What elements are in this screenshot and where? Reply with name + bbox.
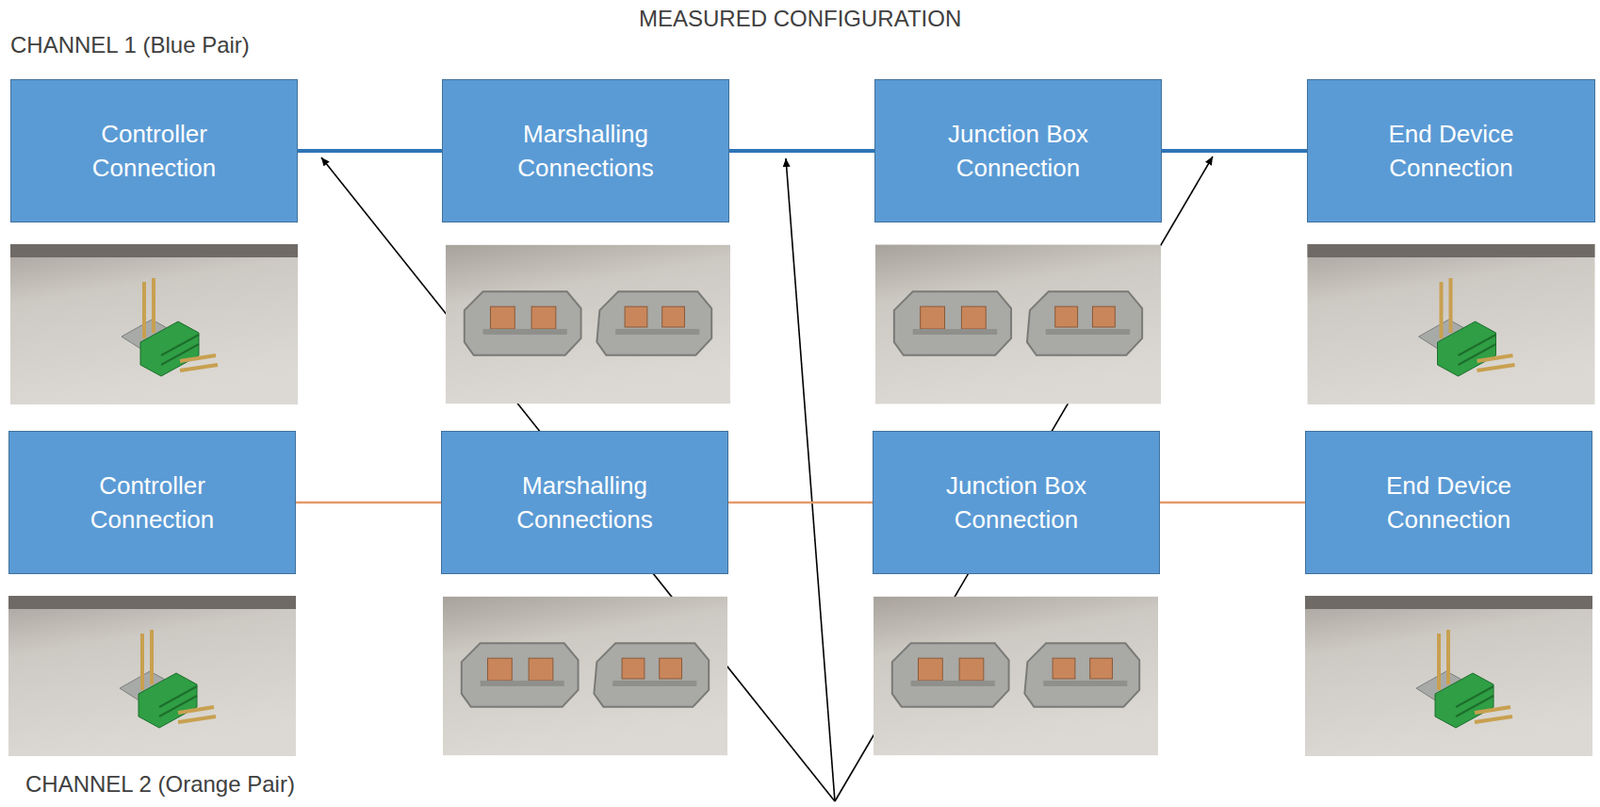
channel-label: CHANNEL 2 (Orange Pair) (25, 770, 295, 798)
box-label: Marshalling Connections (484, 116, 687, 186)
photo-terminal (442, 596, 728, 755)
connection-box: Junction Box Connection (874, 79, 1162, 223)
photo-connector (8, 595, 296, 756)
leader-line (834, 156, 1213, 801)
photo-connector (1305, 595, 1593, 756)
connection-box: Controller Connection (8, 430, 296, 574)
wire-pair (1161, 148, 1307, 153)
box-label: End Device Connection (1350, 116, 1553, 186)
box-label: Marshalling Connections (483, 468, 686, 538)
wire-pair (729, 148, 875, 153)
leader-line (785, 158, 835, 801)
photo-terminal (873, 596, 1159, 755)
connection-box: End Device Connection (1305, 430, 1593, 574)
channel-label: CHANNEL 1 (Blue Pair) (10, 32, 250, 59)
leader-line (321, 157, 835, 801)
wire-pair (297, 148, 442, 153)
box-label: Controller Connection (50, 468, 254, 538)
wire-pair (728, 501, 873, 505)
photo-terminal (875, 244, 1161, 405)
photo-connector (1307, 244, 1596, 405)
photo-terminal (445, 244, 731, 404)
box-label: End Device Connection (1347, 468, 1551, 538)
box-label: Junction Box Connection (916, 116, 1120, 186)
wire-pair (1159, 501, 1306, 505)
box-label: Controller Connection (52, 116, 256, 186)
connection-box: Junction Box Connection (872, 430, 1160, 574)
diagram-title: MEASURED CONFIGURATION (638, 5, 962, 33)
wire-pair (295, 501, 441, 505)
connection-box: Marshalling Connections (440, 430, 729, 574)
box-label: Junction Box Connection (914, 468, 1118, 538)
connection-box: Marshalling Connections (441, 79, 730, 223)
connection-box: End Device Connection (1306, 79, 1596, 223)
photo-connector (10, 244, 298, 405)
connection-box: Controller Connection (10, 79, 298, 223)
